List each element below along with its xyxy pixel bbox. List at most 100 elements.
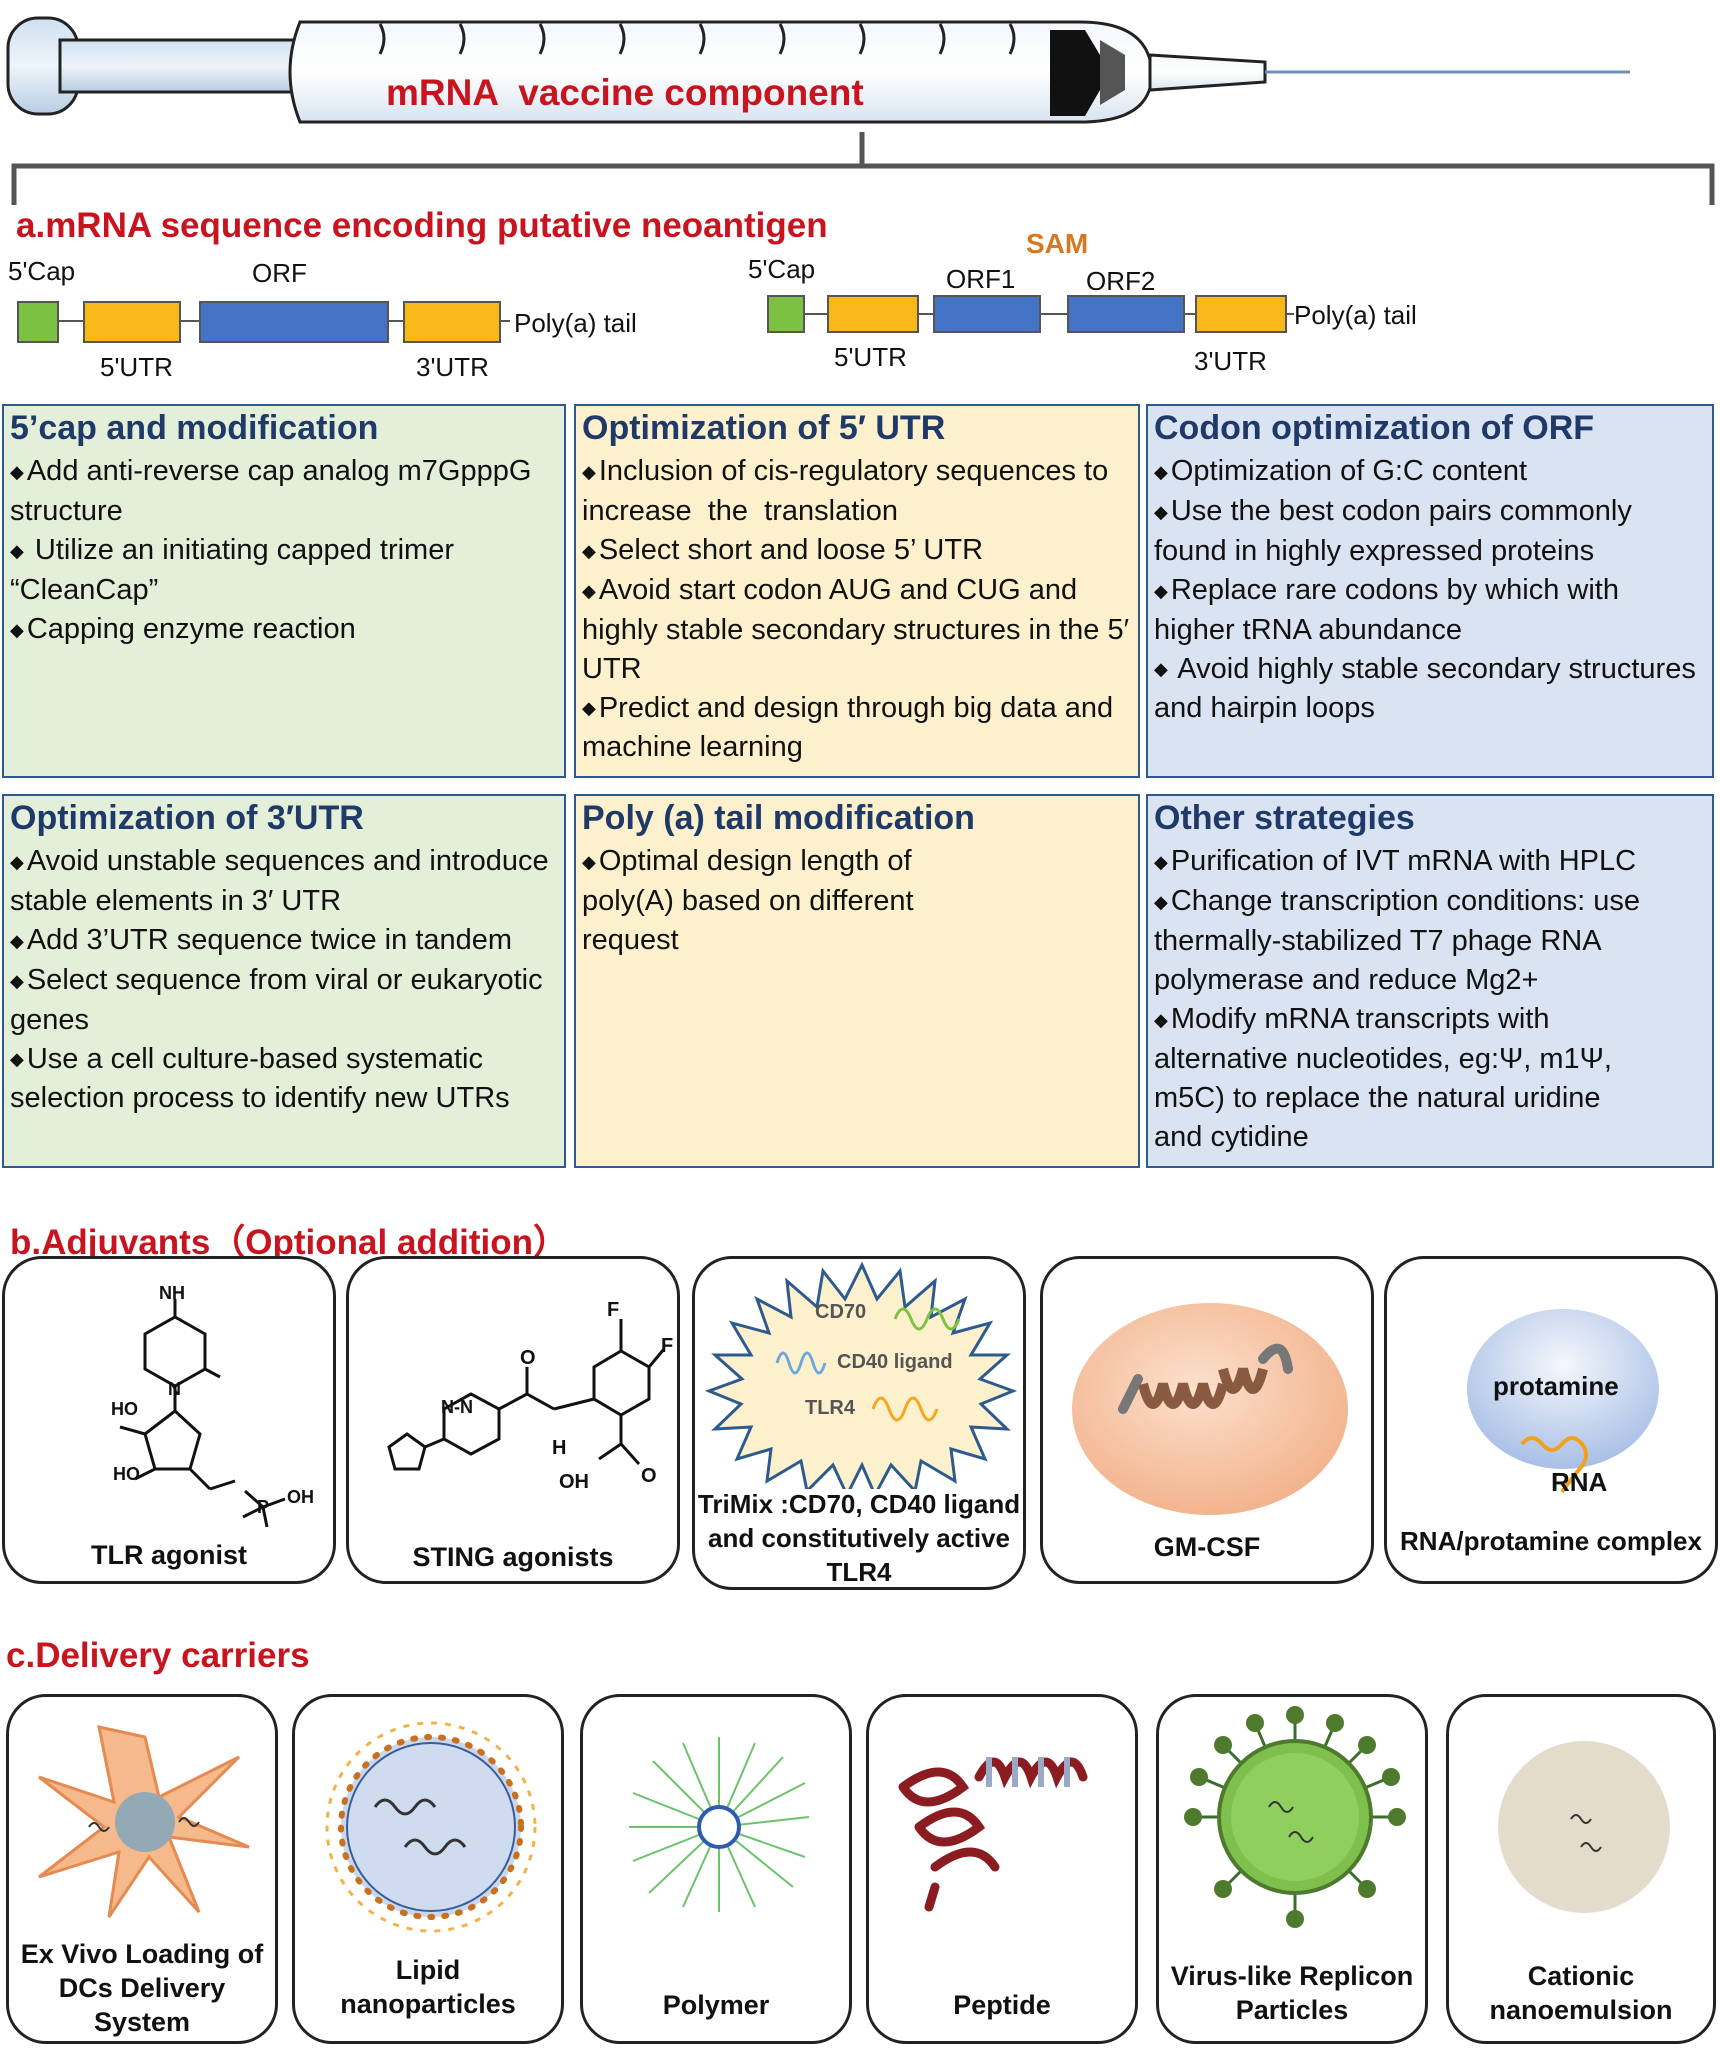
trimix-cd40-label: CD40 ligand <box>837 1351 953 1373</box>
sam-tail-label: Poly(a) tail <box>1294 300 1417 330</box>
sam-orf1-label: ORF1 <box>946 264 1016 294</box>
trimix-tlr4-label: TLR4 <box>805 1397 855 1419</box>
chem-label-oh: OH <box>287 1487 314 1507</box>
panel-item: Avoid start codon AUG and CUG and highly… <box>582 571 1132 689</box>
virus-particle-icon <box>1184 1706 1406 1928</box>
panel-item: Utilize an initiating capped trimer “Cle… <box>10 531 558 610</box>
panel-5utr: Optimization of 5′ UTR Inclusion of cis-… <box>574 404 1140 778</box>
sam-utr5-label: 5'UTR <box>834 342 907 372</box>
protamine-complex-icon <box>1467 1309 1659 1494</box>
card-label: TLR agonist <box>91 1540 247 1570</box>
panel-item: Inclusion of cis-regulatory sequences to… <box>582 452 1132 531</box>
card-label: Virus-like Replicon Particles <box>1170 1961 1414 2025</box>
utr5-label: 5'UTR <box>100 352 173 382</box>
chem-label-o2: O <box>641 1465 657 1487</box>
peptide-helix-icon <box>898 1757 1088 1912</box>
gm-csf-protein-icon <box>1072 1303 1348 1515</box>
panel-title: Optimization of 3′UTR <box>10 799 364 837</box>
trimix-starburst-icon <box>704 1261 1018 1489</box>
utr3-label: 3'UTR <box>416 352 489 382</box>
sam-orf2-label: ORF2 <box>1086 266 1156 296</box>
panel-other: Other strategies Purification of IVT mRN… <box>1146 794 1714 1168</box>
card-label: Lipid nanoparticles <box>340 1955 516 2019</box>
panel-item: Optimal design length of poly(A) based o… <box>582 842 982 960</box>
card-label: RNA/protamine complex <box>1400 1526 1702 1556</box>
panel-title: Poly (a) tail modification <box>582 799 975 837</box>
rna-label: RNA <box>1551 1467 1608 1497</box>
card-label: TriMix :CD70, CD40 ligand and constituti… <box>697 1489 1021 1587</box>
card-label: Peptide <box>953 1990 1051 2020</box>
page-title: mRNA vaccine component <box>386 72 864 113</box>
orf-block <box>199 301 389 343</box>
panel-item: Add 3’UTR sequence twice in tandem <box>10 921 558 961</box>
panel-item: Purification of IVT mRNA with HPLC <box>1154 842 1706 882</box>
card-label: GM-CSF <box>1153 1532 1261 1562</box>
carrier-card-peptide: Peptide <box>866 1694 1138 2044</box>
card-label: Polymer <box>662 1990 770 2020</box>
syringe-illustration <box>6 16 1715 205</box>
trimix-cd70-label: CD70 <box>815 1301 867 1323</box>
panel-title: Codon optimization of ORF <box>1154 409 1595 447</box>
panel-item: Add anti-reverse cap analog m7GpppG stru… <box>10 452 558 531</box>
chem-label-nn: N-N <box>441 1397 473 1417</box>
panel-3utr: Optimization of 3′UTR Avoid unstable seq… <box>2 794 566 1168</box>
sting-agonist-structure-icon <box>387 1319 666 1471</box>
carrier-card-dc: Ex Vivo Loading of DCs Delivery System <box>6 1694 278 2044</box>
chem-label-nh2: NH <box>159 1283 185 1303</box>
chem-label-oh: OH <box>559 1471 589 1493</box>
lipid-nanoparticle-icon <box>325 1721 537 1933</box>
card-label: Ex Vivo Loading of DCs Delivery System <box>20 1939 264 2037</box>
cap-block <box>17 301 59 343</box>
tlr-agonist-structure-icon <box>119 1299 286 1528</box>
chem-label-o: O <box>520 1347 536 1369</box>
chem-label-f2: F <box>661 1335 674 1357</box>
section-c-title: c.Delivery carriers <box>6 1636 310 1675</box>
adjuvant-card-tlr: NH N HO HO P OH TLR agonist <box>2 1256 336 1584</box>
orf-label: ORF <box>252 258 307 288</box>
card-label: Cationic nanoemulsion <box>1489 1961 1673 2025</box>
panel-5cap: 5’cap and modification Add anti-reverse … <box>2 404 566 778</box>
panel-codon: Codon optimization of ORF Optimization o… <box>1146 404 1714 778</box>
panel-item: Change transcription conditions: use the… <box>1154 882 1706 1000</box>
carrier-card-nanoemulsion: Cationic nanoemulsion <box>1446 1694 1716 2044</box>
utr5-block <box>83 301 181 343</box>
adjuvant-card-gmcsf: GM-CSF <box>1040 1256 1374 1584</box>
panel-item: Modify mRNA transcripts with alternative… <box>1154 1000 1624 1157</box>
sam-utr3-label: 3'UTR <box>1194 346 1267 376</box>
panel-item: Select short and loose 5’ UTR <box>582 531 1132 571</box>
panel-item: Avoid unstable sequences and introduce s… <box>10 842 558 921</box>
panel-item: Capping enzyme reaction <box>10 610 558 650</box>
nanoemulsion-icon <box>1498 1741 1670 1913</box>
chem-label-f1: F <box>607 1299 620 1321</box>
panel-item: Use the best codon pairs commonly found … <box>1154 492 1706 571</box>
utr3-block <box>403 301 501 343</box>
panel-item: Use a cell culture-based systematic sele… <box>10 1040 558 1119</box>
protamine-label: protamine <box>1493 1371 1619 1401</box>
chem-label-h: H <box>552 1437 567 1459</box>
tail-label: Poly(a) tail <box>514 308 637 338</box>
panel-polya: Poly (a) tail modification Optimal desig… <box>574 794 1140 1168</box>
chem-label-ho2: HO <box>113 1464 140 1484</box>
panel-title: Optimization of 5′ UTR <box>582 409 946 447</box>
panel-title: Other strategies <box>1154 799 1415 837</box>
carrier-card-vrp: Virus-like Replicon Particles <box>1156 1694 1428 2044</box>
adjuvant-card-sting: F F O N-N H OH O STING agonists <box>346 1256 680 1584</box>
section-a-title: a.mRNA sequence encoding putative neoant… <box>16 206 828 245</box>
panel-item: Predict and design through big data and … <box>582 689 1132 768</box>
panel-item: Avoid highly stable secondary structures… <box>1154 650 1706 729</box>
cap-label: 5'Cap <box>8 256 76 286</box>
chem-label-n: N <box>168 1379 181 1399</box>
sam-title: SAM <box>1026 228 1089 259</box>
adjuvant-card-protamine: protamine RNA RNA/protamine complex <box>1384 1256 1718 1584</box>
sam-construct-diagram <box>767 295 1294 333</box>
chem-label-p: P <box>257 1497 270 1517</box>
panel-item: Optimization of G:C content <box>1154 452 1706 492</box>
mrna-construct-diagram <box>17 301 510 343</box>
section-b-title: b.Adjuvants（Optional addition） <box>10 1223 569 1262</box>
adjuvant-card-trimix: CD70 CD40 ligand TLR4 TriMix :CD70, CD40… <box>692 1256 1026 1590</box>
dendritic-cell-icon <box>38 1725 250 1918</box>
panel-title: 5’cap and modification <box>10 409 379 447</box>
panel-item: Select sequence from viral or eukaryotic… <box>10 961 558 1040</box>
polymer-micelle-icon <box>629 1737 810 1912</box>
chem-label-ho: HO <box>111 1399 138 1419</box>
